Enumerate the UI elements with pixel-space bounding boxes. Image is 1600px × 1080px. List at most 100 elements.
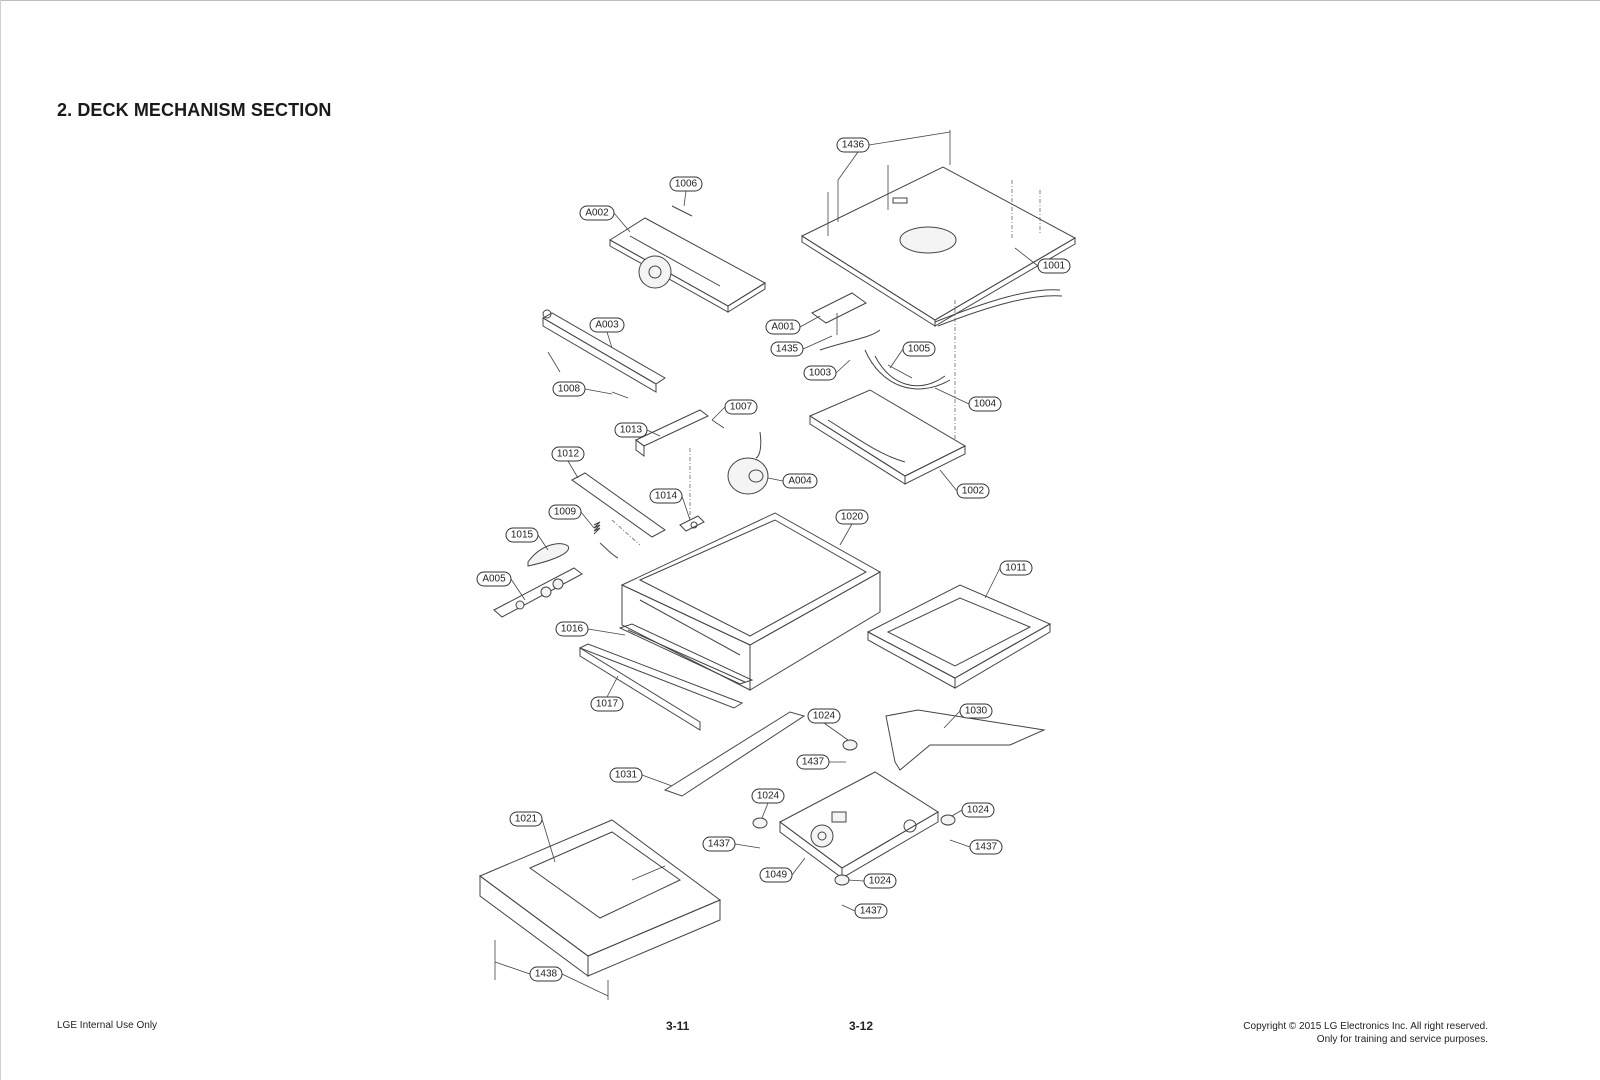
traverse-a002 bbox=[609, 205, 766, 313]
svg-text:1435: 1435 bbox=[776, 344, 799, 355]
page-number-right: 3-12 bbox=[849, 1019, 874, 1033]
belt-1015 bbox=[527, 543, 570, 567]
svg-text:1006: 1006 bbox=[675, 179, 698, 190]
svg-text:1001: 1001 bbox=[1043, 261, 1066, 272]
training-line: Only for training and service purposes. bbox=[1316, 1034, 1488, 1045]
dampers-1024 bbox=[752, 739, 956, 886]
svg-text:1049: 1049 bbox=[765, 870, 788, 881]
label-1435: 1435 bbox=[770, 341, 804, 357]
svg-text:A004: A004 bbox=[788, 476, 812, 487]
svg-text:1437: 1437 bbox=[860, 906, 883, 917]
bracket-a001 bbox=[811, 292, 867, 335]
svg-text:1013: 1013 bbox=[620, 425, 643, 436]
label-1008: 1008 bbox=[552, 381, 586, 397]
label-a003: A003 bbox=[589, 317, 625, 333]
label-1030: 1030 bbox=[959, 703, 993, 719]
svg-text:1016: 1016 bbox=[561, 624, 584, 635]
svg-text:1021: 1021 bbox=[515, 814, 538, 825]
svg-text:A003: A003 bbox=[595, 320, 619, 331]
label-a005: A005 bbox=[476, 571, 512, 587]
svg-text:1015: 1015 bbox=[511, 530, 534, 541]
svg-text:1008: 1008 bbox=[558, 384, 581, 395]
front-strip-1017 bbox=[578, 643, 744, 731]
label-a002: A002 bbox=[579, 205, 615, 221]
svg-text:1024: 1024 bbox=[813, 711, 836, 722]
bottom-plate-1021 bbox=[478, 819, 722, 1000]
svg-text:A002: A002 bbox=[585, 208, 609, 219]
label-1009: 1009 bbox=[548, 504, 582, 520]
svg-text:1436: 1436 bbox=[842, 140, 865, 151]
label-1020: 1020 bbox=[835, 509, 869, 525]
label-1024-left: 1024 bbox=[751, 788, 785, 804]
spring-1009 bbox=[593, 521, 619, 559]
board-a005 bbox=[493, 567, 583, 618]
label-1011: 1011 bbox=[999, 560, 1033, 576]
label-a001: A001 bbox=[765, 319, 801, 335]
ffc-1031 bbox=[663, 711, 806, 797]
label-1015: 1015 bbox=[505, 527, 539, 543]
svg-text:1020: 1020 bbox=[841, 512, 864, 523]
svg-text:1024: 1024 bbox=[967, 805, 990, 816]
internal-use-note: LGE Internal Use Only bbox=[57, 1020, 158, 1031]
svg-text:1438: 1438 bbox=[535, 969, 558, 980]
label-1014: 1014 bbox=[649, 488, 683, 504]
label-1002: 1002 bbox=[956, 483, 990, 499]
svg-text:1005: 1005 bbox=[908, 344, 931, 355]
label-1437-top: 1437 bbox=[796, 754, 830, 770]
front-strip-1016 bbox=[618, 623, 754, 685]
top-border bbox=[0, 0, 1600, 1]
left-border bbox=[0, 0, 1, 1080]
svg-text:1003: 1003 bbox=[809, 368, 832, 379]
label-1013: 1013 bbox=[614, 422, 648, 438]
svg-text:1031: 1031 bbox=[615, 770, 638, 781]
svg-text:1007: 1007 bbox=[730, 402, 753, 413]
label-1438: 1438 bbox=[529, 966, 563, 982]
svg-text:A001: A001 bbox=[771, 322, 795, 333]
label-1437-right: 1437 bbox=[969, 839, 1003, 855]
svg-text:1024: 1024 bbox=[869, 876, 892, 887]
svg-text:1011: 1011 bbox=[1005, 563, 1027, 574]
top-cover-1001 bbox=[800, 166, 1077, 327]
guide-a003 bbox=[541, 309, 666, 399]
svg-text:A005: A005 bbox=[482, 574, 506, 585]
ffc-1030 bbox=[885, 709, 1046, 771]
copyright-line: Copyright © 2015 LG Electronics Inc. All… bbox=[1243, 1021, 1488, 1032]
label-1004: 1004 bbox=[968, 396, 1002, 412]
label-1006: 1006 bbox=[669, 176, 703, 192]
frame-1011 bbox=[866, 584, 1052, 689]
label-a004: A004 bbox=[782, 473, 818, 489]
svg-text:1017: 1017 bbox=[596, 699, 619, 710]
label-1005: 1005 bbox=[902, 341, 936, 357]
svg-text:1437: 1437 bbox=[975, 842, 998, 853]
label-1024-top: 1024 bbox=[807, 708, 841, 724]
label-1024-bottom: 1024 bbox=[863, 873, 897, 889]
label-1031: 1031 bbox=[609, 767, 643, 783]
leader-lines bbox=[494, 131, 1039, 997]
label-1024-right: 1024 bbox=[961, 802, 995, 818]
motor-a004 bbox=[727, 431, 769, 495]
svg-text:1437: 1437 bbox=[708, 839, 731, 850]
copyright-notice: Copyright © 2015 LG Electronics Inc. All… bbox=[1243, 1020, 1488, 1046]
label-1049: 1049 bbox=[759, 867, 793, 883]
svg-text:1024: 1024 bbox=[757, 791, 780, 802]
chassis-1020 bbox=[620, 512, 882, 691]
label-1007: 1007 bbox=[724, 399, 758, 415]
svg-text:1009: 1009 bbox=[554, 507, 577, 518]
svg-text:1002: 1002 bbox=[962, 486, 985, 497]
levers-1003-1004 bbox=[819, 329, 951, 390]
svg-text:1012: 1012 bbox=[557, 449, 580, 460]
label-1017: 1017 bbox=[590, 696, 624, 712]
page-number-left: 3-11 bbox=[666, 1019, 690, 1033]
label-1001: 1001 bbox=[1037, 258, 1071, 274]
label-1012: 1012 bbox=[551, 446, 585, 462]
lever-1012 bbox=[571, 472, 666, 546]
label-1437-bottom: 1437 bbox=[854, 903, 888, 919]
label-1436: 1436 bbox=[836, 137, 870, 153]
tray-1002 bbox=[808, 389, 967, 485]
svg-text:1030: 1030 bbox=[965, 706, 988, 717]
label-1437-left: 1437 bbox=[702, 836, 736, 852]
loader-1049 bbox=[779, 771, 939, 879]
bracket-1013 bbox=[635, 409, 725, 520]
label-1003: 1003 bbox=[803, 365, 837, 381]
